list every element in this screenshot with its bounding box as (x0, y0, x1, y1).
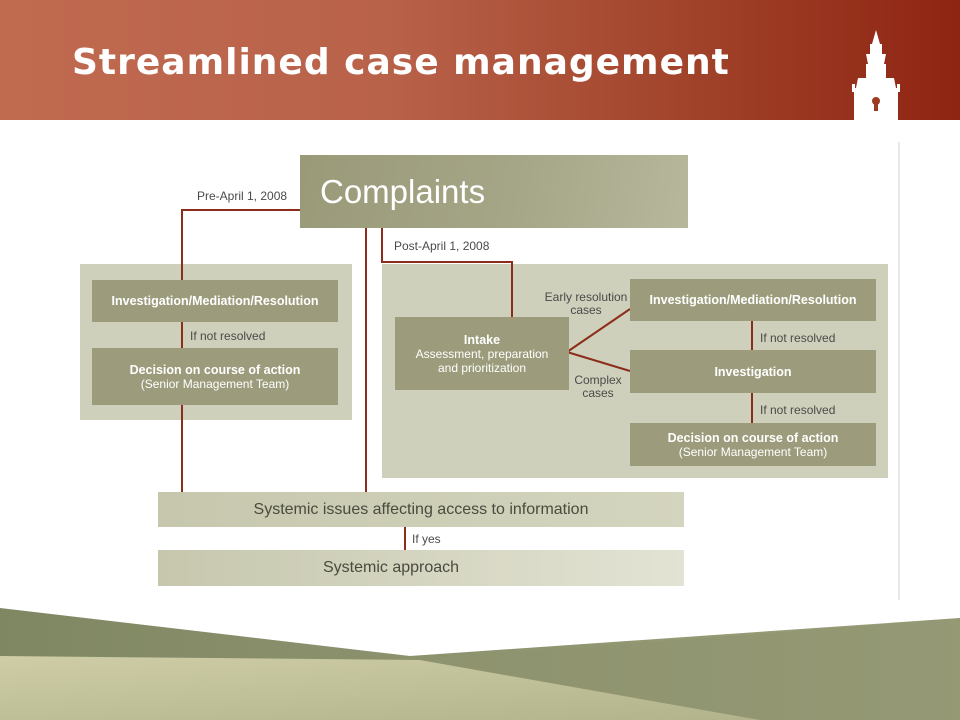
post-if-not-resolved-1-label: If not resolved (760, 331, 836, 345)
pre-decision-sub: (Senior Management Team) (140, 376, 290, 391)
intake-box: Intake Assessment, preparation and prior… (395, 317, 569, 390)
investigation-box: Investigation (630, 350, 876, 393)
systemic-issues-box: Systemic issues affecting access to info… (158, 492, 684, 527)
complaints-box: Complaints (300, 155, 688, 228)
pre-april-label: Pre-April 1, 2008 (197, 189, 288, 203)
post-april-label: Post-April 1, 2008 (394, 239, 490, 253)
post-decision-title: Decision on course of action (667, 430, 839, 445)
post-imr-box: Investigation/Mediation/Resolution (630, 279, 876, 321)
systemic-approach-label: Systemic approach (322, 559, 460, 576)
complex-line-2: cases (582, 386, 614, 400)
complex-cases-label: Complex cases (568, 374, 628, 400)
early-line-2: cases (570, 303, 602, 317)
post-decision-sub: (Senior Management Team) (678, 444, 828, 459)
post-decision-box: Decision on course of action (Senior Man… (630, 423, 876, 466)
complaints-label: Complaints (320, 172, 486, 210)
early-resolution-label: Early resolution cases (542, 291, 630, 317)
systemic-approach-box: Systemic approach (158, 550, 684, 586)
complex-line-1: Complex (574, 373, 622, 387)
systemic-issues-label: Systemic issues affecting access to info… (253, 500, 589, 518)
post-if-not-resolved-2-label: If not resolved (760, 403, 836, 417)
pre-imr-box: Investigation/Mediation/Resolution (92, 280, 338, 322)
if-yes-label: If yes (412, 532, 441, 546)
intake-line-2: and prioritization (437, 360, 527, 375)
figure-border (898, 142, 900, 600)
pre-decision-box: Decision on course of action (Senior Man… (92, 348, 338, 405)
early-line-1: Early resolution (544, 290, 628, 304)
pre-imr-label: Investigation/Mediation/Resolution (111, 294, 319, 308)
investigation-label: Investigation (714, 364, 792, 379)
intake-line-1: Assessment, preparation (415, 346, 549, 361)
university-tower-icon (852, 30, 900, 120)
intake-title: Intake (463, 332, 501, 347)
post-imr-label: Investigation/Mediation/Resolution (649, 293, 857, 307)
title-banner: Streamlined case management (0, 0, 960, 120)
slide-title: Streamlined case management (72, 42, 730, 83)
pre-decision-title: Decision on course of action (129, 362, 301, 377)
footer-decoration (0, 608, 960, 720)
pre-if-not-resolved-label: If not resolved (190, 329, 266, 343)
